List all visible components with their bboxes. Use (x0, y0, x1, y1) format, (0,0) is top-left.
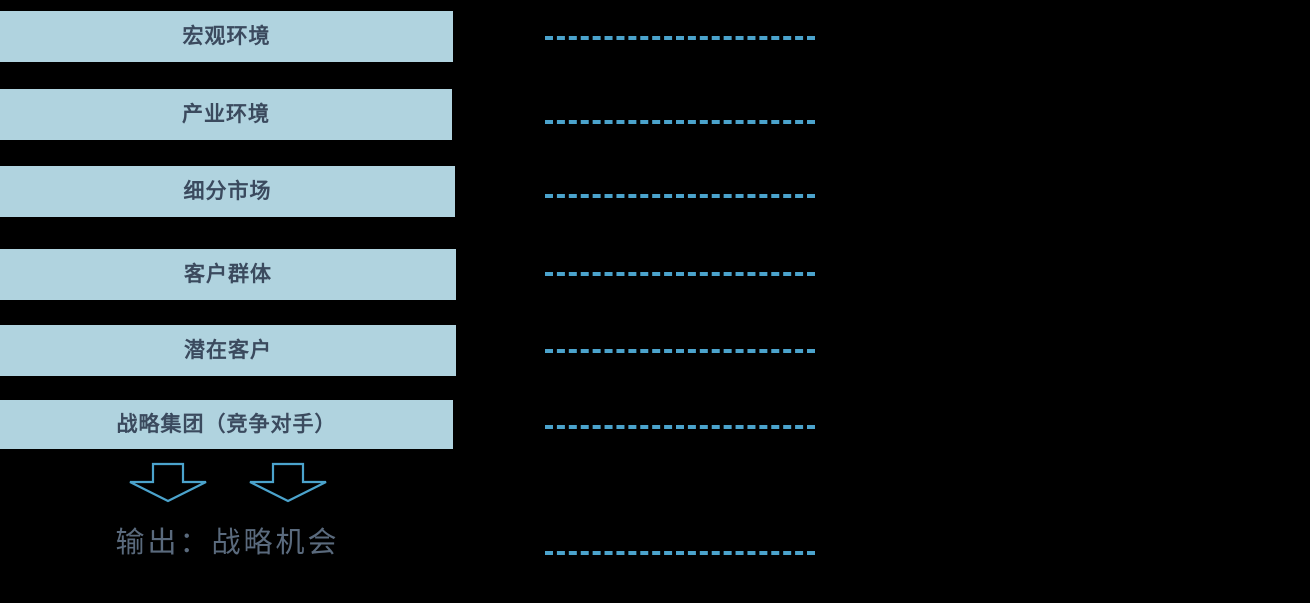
dashed-connector-rule (545, 120, 815, 124)
arrow-down-outline-icon (129, 462, 206, 503)
dashed-connector-rule (545, 194, 815, 198)
dashed-connector-rule (545, 272, 815, 276)
funnel-bar[interactable]: 潜在客户 (0, 325, 456, 376)
funnel-bar[interactable]: 客户群体 (0, 249, 456, 300)
dashed-connector-rule (545, 349, 815, 353)
funnel-bar-label: 潜在客户 (184, 338, 272, 362)
funnel-bar-label: 客户群体 (184, 262, 272, 286)
arrow-down-outline-icon (249, 462, 326, 503)
output-arrows (0, 462, 455, 522)
funnel-bar-label: 产业环境 (182, 102, 270, 126)
dashed-connector-rule (545, 425, 815, 429)
funnel-bar[interactable]: 产业环境 (0, 89, 452, 140)
funnel-bar-label: 宏观环境 (182, 24, 271, 48)
dashed-connector-rule (545, 551, 815, 555)
funnel-bar[interactable]: 宏观环境 (0, 11, 453, 62)
dashed-connector-rule (545, 36, 815, 40)
output-caption: 输出：战略机会 (115, 527, 340, 559)
funnel-bar-label: 战略集团（竞争对手） (116, 412, 337, 436)
funnel-bar-label: 细分市场 (183, 179, 272, 203)
funnel-bar[interactable]: 细分市场 (0, 166, 455, 217)
funnel-bar[interactable]: 战略集团（竞争对手） (0, 400, 453, 449)
